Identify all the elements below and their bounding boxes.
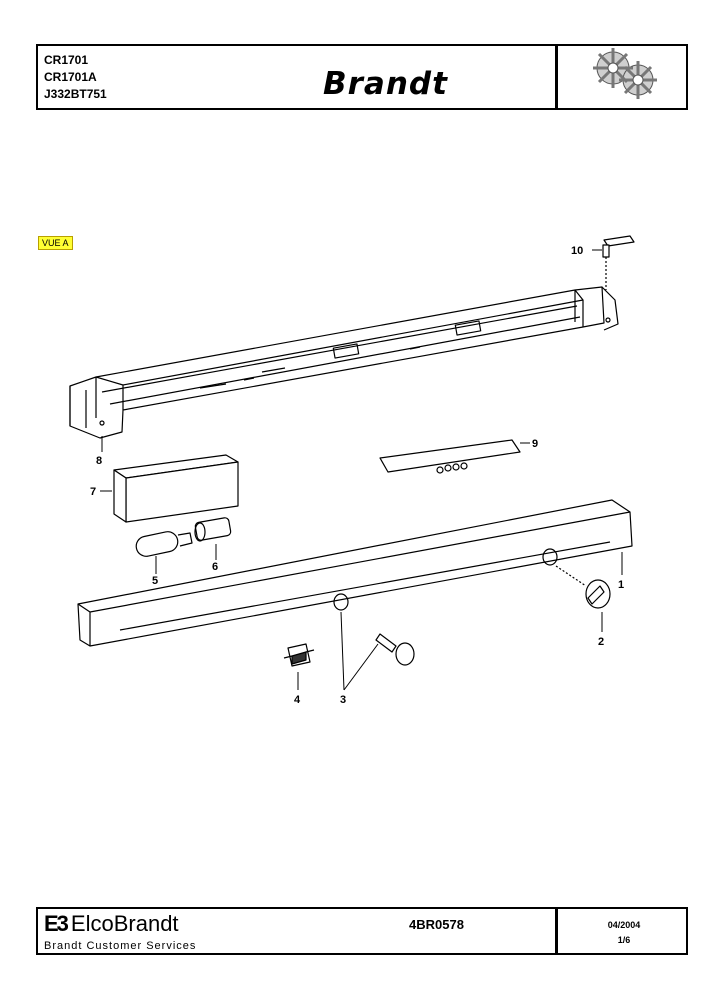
part-4-switch (283, 643, 315, 667)
gears-logo-box (555, 44, 690, 110)
company-logo-mark: E3 (44, 911, 69, 936)
date-page-box: 04/2004 1/6 (555, 907, 690, 955)
callout-8: 8 (96, 455, 102, 467)
view-label-badge: VUE A (38, 236, 73, 250)
part-5-cylinder (135, 531, 193, 557)
gears-icon (593, 48, 657, 99)
service-name: Brandt Customer Services (44, 940, 197, 952)
brand-logo-text: Brandt (323, 66, 448, 102)
callout-4: 4 (294, 694, 301, 706)
callout-1: 1 (618, 579, 624, 591)
callout-2: 2 (598, 636, 604, 648)
part-9-board (379, 439, 521, 474)
page-number: 1/6 (617, 935, 631, 945)
part-8-frame (69, 286, 619, 439)
document-reference: 4BR0578 (409, 917, 464, 932)
part-2-knob (555, 565, 611, 609)
model-number: CR1701A (44, 70, 97, 84)
header-block: CR1701 CR1701A J332BT751 Brandt (36, 44, 688, 110)
part-10-clip (602, 235, 635, 290)
model-list: CR1701 CR1701A J332BT751 (44, 52, 107, 103)
part-7-box (113, 454, 239, 523)
part-1-front-panel (77, 499, 633, 647)
callout-10: 10 (571, 245, 583, 257)
callout-5: 5 (152, 575, 158, 587)
model-number: CR1701 (44, 53, 89, 67)
company-name-text: ElcoBrandt (70, 911, 179, 936)
callout-6: 6 (212, 561, 218, 573)
document-date: 04/2004 (607, 920, 641, 930)
callout-3: 3 (340, 694, 346, 706)
part-6-knob (194, 517, 232, 542)
part-3-key (375, 633, 415, 666)
callout-9: 9 (532, 438, 538, 450)
callout-7: 7 (90, 486, 96, 498)
model-number: J332BT751 (44, 87, 107, 101)
